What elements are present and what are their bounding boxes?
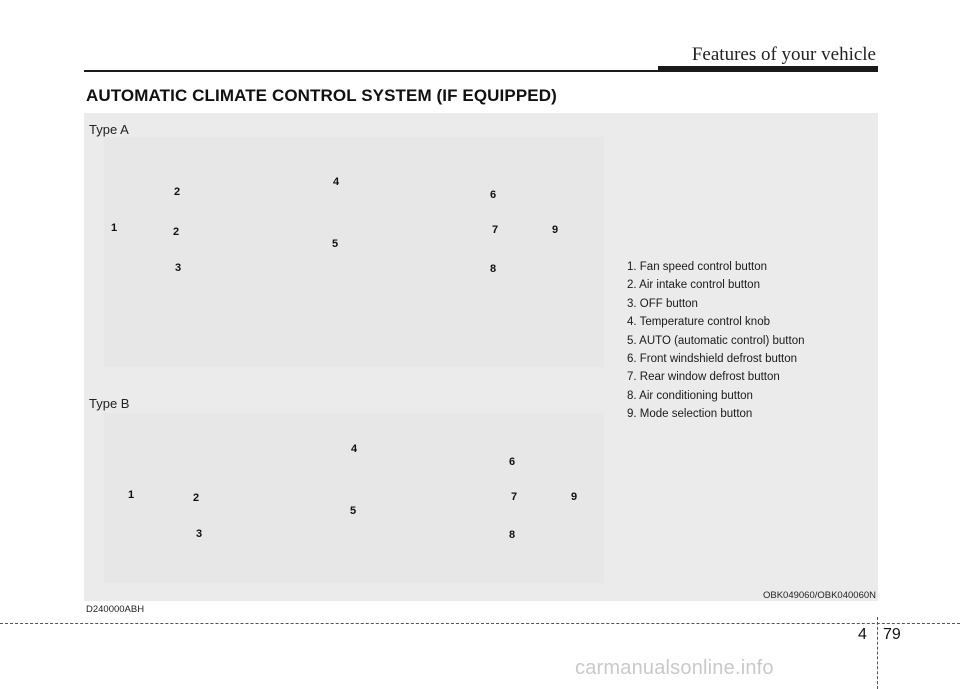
type-a-callout: 4 — [332, 176, 340, 188]
type-b-callout: 7 — [510, 491, 518, 503]
type-b-control-panel-image: 1 2 3 4 5 6 7 8 9 — [104, 413, 604, 583]
type-b-callout: 6 — [508, 456, 516, 468]
chapter-number: 4 — [858, 626, 867, 643]
type-b-callout: 5 — [349, 505, 357, 517]
footer-divider — [877, 617, 878, 689]
type-a-callout: 7 — [491, 224, 499, 236]
type-a-label: Type A — [89, 122, 129, 137]
type-a-callout: 3 — [174, 262, 182, 274]
type-b-callout: 3 — [195, 528, 203, 540]
figure-panel: Type A 1 2 2 3 4 5 6 7 8 9 Type B 1 2 3 … — [84, 113, 878, 601]
type-b-callout: 8 — [508, 529, 516, 541]
legend-item: 5. AUTO (automatic control) button — [627, 334, 805, 347]
legend-item: 2. Air intake control button — [627, 279, 760, 292]
legend-item: 3. OFF button — [627, 297, 698, 310]
type-a-callout: 2 — [172, 226, 180, 238]
type-b-callout: 4 — [350, 443, 358, 455]
legend-item: 1. Fan speed control button — [627, 261, 768, 273]
legend-item: 4. Temperature control knob — [627, 316, 770, 329]
footer-rule — [0, 623, 960, 624]
page-title: AUTOMATIC CLIMATE CONTROL SYSTEM (IF EQU… — [86, 86, 557, 105]
type-a-callout: 2 — [173, 186, 181, 198]
type-b-label: Type B — [89, 396, 130, 411]
legend-item: 8. Air conditioning button — [627, 389, 753, 402]
legend-item: 9. Mode selection button — [627, 408, 753, 421]
legend-item: 6. Front windshield defrost button — [627, 352, 798, 365]
type-a-callout: 6 — [489, 189, 497, 201]
type-b-callout: 1 — [127, 489, 135, 501]
header-section-title: Features of your vehicle — [691, 44, 876, 65]
header-rule-thick — [658, 66, 878, 72]
watermark: carmanualsonline.info — [575, 657, 774, 679]
legend-item: 7. Rear window defrost button — [627, 371, 780, 384]
type-a-callout: 9 — [551, 224, 559, 236]
type-a-control-panel-image: 1 2 2 3 4 5 6 7 8 9 — [104, 137, 604, 367]
type-b-callout: 9 — [570, 491, 578, 503]
page-number: 79 — [883, 626, 901, 643]
type-a-callout: 8 — [489, 263, 497, 275]
legend-list: 1. Fan speed control button 2. Air intak… — [627, 258, 804, 424]
header-rule — [84, 70, 878, 72]
document-code: D240000ABH — [86, 604, 145, 615]
type-b-callout: 2 — [192, 492, 200, 504]
type-a-callout: 1 — [110, 222, 118, 234]
type-a-callout: 5 — [331, 238, 339, 250]
image-code: OBK049060/OBK040060N — [762, 590, 876, 601]
